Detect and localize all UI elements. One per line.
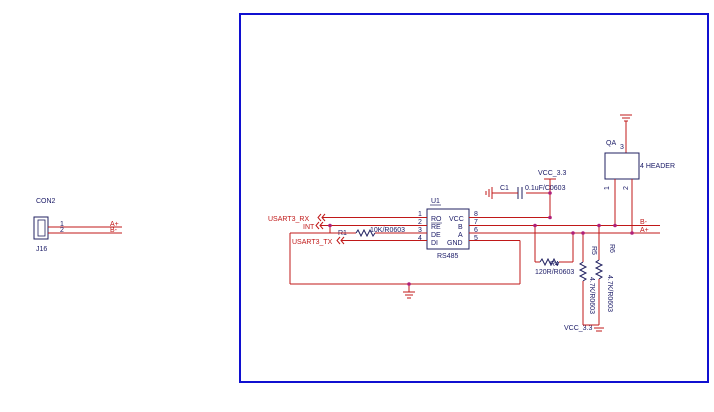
- r1-value: 10K/R0603: [370, 227, 405, 234]
- header-name: 4 HEADER: [640, 163, 675, 170]
- u1-rs485: U1 RS485 RO RE DE DI VCC B A GND 1 2 3 4…: [418, 198, 478, 260]
- net-b-right: B-: [640, 219, 648, 226]
- u1-pin-num-5: 5: [474, 235, 478, 242]
- j16-inner: [37, 219, 46, 237]
- u1-pin-num-7: 7: [474, 219, 478, 226]
- junction-dot: [630, 231, 634, 235]
- connector-j16: CON2 J16 1 2 A+ B-: [33, 198, 122, 253]
- junction-dot: [533, 223, 537, 228]
- r1-body: [355, 228, 376, 238]
- c1-value: 0.1uF/C0603: [525, 185, 566, 192]
- r6-ref: R6: [608, 244, 615, 253]
- header-pin-2: 2: [623, 186, 630, 190]
- net-int: INT: [303, 224, 315, 231]
- r6-value: 4.7K/R0603: [606, 275, 613, 312]
- header-ref: QA: [606, 140, 616, 147]
- u1-pin-de: DE: [431, 232, 441, 239]
- u1-pin-a: A: [458, 232, 463, 239]
- junction-dot: [581, 231, 585, 235]
- j16-body: [33, 216, 49, 240]
- j16-pin-1: 1: [60, 221, 64, 228]
- u1-pin-num-2: 2: [418, 219, 422, 226]
- r4-ref: R4: [550, 261, 559, 268]
- r5-body: [578, 261, 588, 282]
- bus-lines: B- A+: [469, 219, 660, 234]
- r4-termination: R4 120R/R0603: [534, 225, 574, 276]
- u1-part: RS485: [437, 253, 459, 260]
- junction-dot: [597, 223, 601, 228]
- junctions: [328, 191, 634, 286]
- bias-resistors: R5 4.7K/R0603 R6 4.7K/R0603 VCC_3.3: [564, 225, 615, 332]
- junction-dot: [571, 231, 575, 235]
- net-usart3-tx: USART3_TX: [292, 239, 333, 246]
- r5-value: 4.7K/R0603: [588, 277, 595, 314]
- net-usart3-rx: USART3_RX: [268, 216, 309, 223]
- u1-pin-num-8: 8: [474, 211, 478, 218]
- u1-pin-vcc: VCC: [449, 216, 464, 223]
- r5-ref: R5: [590, 246, 597, 255]
- gnd-loop: [289, 232, 521, 299]
- sheet-frame: [239, 13, 709, 383]
- u1-pin-di: DI: [431, 240, 438, 247]
- junction-dot: [548, 215, 552, 220]
- u1-pin-re: RE: [431, 224, 441, 231]
- net-a-right: A+: [640, 227, 649, 234]
- u1-body: [426, 208, 470, 250]
- u1-pin-b: B: [458, 224, 463, 231]
- r4-value: 120R/R0603: [535, 269, 574, 276]
- junction-dot: [613, 223, 617, 228]
- header-pin-1: 1: [604, 186, 611, 190]
- vcc-top-label: VCC_3.3: [538, 170, 567, 177]
- c1-ref: C1: [500, 185, 509, 192]
- header-qa: QA 3 4 HEADER 1 2: [604, 114, 675, 233]
- vcc-bottom-label: VCC_3.3: [564, 325, 593, 332]
- junction-dot: [407, 282, 411, 286]
- header-body: [604, 152, 640, 180]
- j16-net-a: A+: [110, 221, 119, 228]
- header-ref-sub: 3: [620, 144, 624, 151]
- u1-pin-ro: RO: [431, 216, 442, 223]
- left-nets: USART3_RX INT R1 10K/R0603 USART3_TX: [268, 213, 427, 246]
- u1-pin-num-4: 4: [418, 235, 422, 242]
- u1-pin-num-1: 1: [418, 211, 422, 218]
- u1-ref: U1: [431, 198, 440, 205]
- u1-pin-gnd: GND: [447, 240, 463, 247]
- j16-net-b: B-: [110, 227, 118, 234]
- j16-pin-2: 2: [60, 227, 64, 234]
- u1-pin-num-3: 3: [418, 227, 422, 234]
- r4-body: [539, 257, 560, 267]
- j16-ref: J16: [36, 246, 47, 253]
- u1-pin-num-6: 6: [474, 227, 478, 234]
- j16-name: CON2: [36, 198, 56, 205]
- junction-dot: [548, 191, 552, 195]
- vcc-c1: VCC_3.3 C1 0.1uF/C0603: [469, 170, 567, 218]
- r6-body: [594, 259, 604, 280]
- junction-dot: [328, 223, 332, 228]
